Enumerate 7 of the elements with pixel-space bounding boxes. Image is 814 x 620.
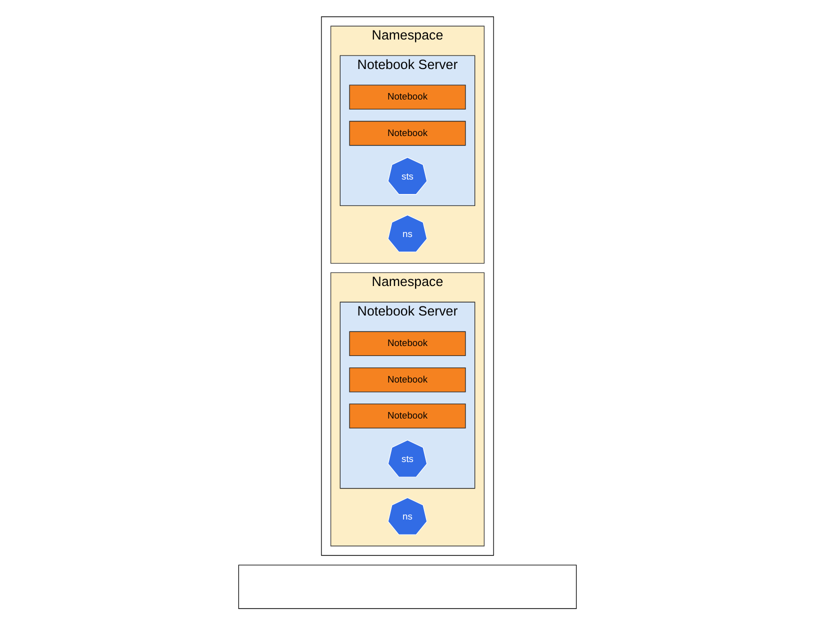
cluster xyxy=(320,16,494,556)
node-box xyxy=(238,564,576,609)
node-box: Notebook xyxy=(348,404,466,428)
node-box: Notebook xyxy=(348,120,466,146)
node-box: Notebook xyxy=(348,84,466,110)
node-box: Notebook xyxy=(348,331,466,356)
node-box: Notebook xyxy=(348,367,466,392)
